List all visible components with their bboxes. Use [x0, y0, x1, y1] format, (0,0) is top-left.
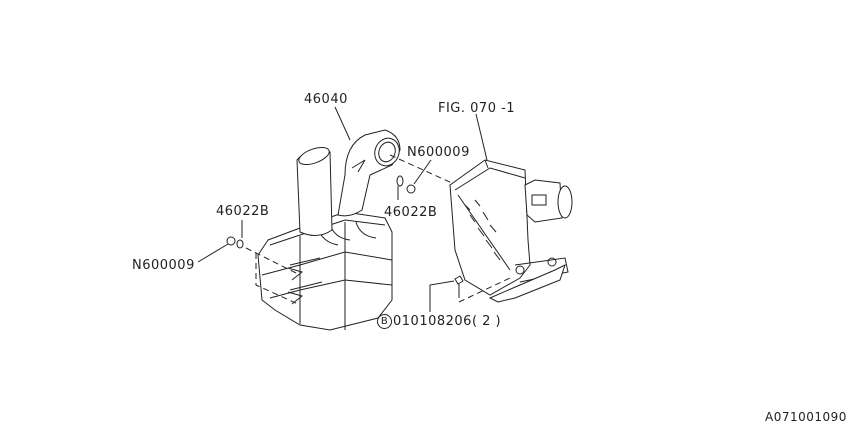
callout-nut-upper[interactable]: N600009: [407, 145, 470, 160]
inlet-tube[interactable]: [296, 144, 333, 236]
drawing-id: A071001090: [765, 410, 847, 424]
callout-grommet-left[interactable]: 46022B: [216, 204, 270, 219]
intake-duct[interactable]: [337, 129, 403, 217]
bolt-quantity: ( 2 ): [471, 314, 502, 329]
grommet-upper[interactable]: [396, 175, 404, 187]
callout-duct-46040[interactable]: 46040: [304, 92, 348, 107]
bolt-part-number: 010108206: [393, 314, 472, 329]
callout-grommet-upper[interactable]: 46022B: [384, 205, 438, 220]
resonator-chamber[interactable]: [257, 211, 393, 331]
grommet-left[interactable]: [236, 239, 244, 249]
air-cleaner-case[interactable]: [449, 159, 569, 303]
figure-reference[interactable]: FIG. 070 -1: [438, 101, 516, 116]
bolt[interactable]: [454, 275, 464, 292]
callout-nut-left[interactable]: N600009: [132, 258, 195, 273]
nut-left[interactable]: [226, 236, 236, 246]
air-flow-meter[interactable]: [524, 179, 573, 223]
nut-upper[interactable]: [406, 184, 416, 194]
bolt-symbol-icon: B: [377, 314, 392, 329]
